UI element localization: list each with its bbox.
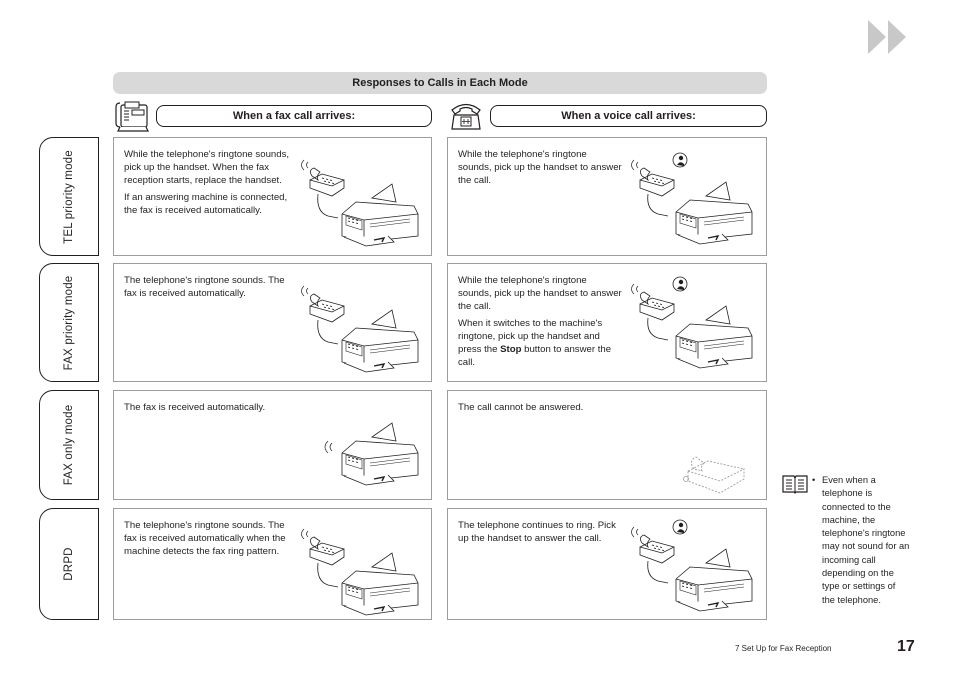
- voice-call-illustration: [631, 152, 753, 245]
- fax-machine-illustration: [324, 422, 419, 486]
- fax-reception-illustration: [301, 285, 419, 373]
- cell-tel-priority-voice-call: While the telephone's ringtone sounds, p…: [447, 137, 767, 256]
- fax-machine-icon: [115, 101, 149, 132]
- mode-label: FAX priority mode: [63, 275, 75, 370]
- note-text-block: • Even when a telephone is connected to …: [812, 474, 910, 607]
- cell-fax-priority-voice-call: While the telephone's ringtone sounds, p…: [447, 263, 767, 382]
- mode-tab-fax-only: FAX only mode: [39, 390, 99, 500]
- cell-text: The call cannot be answered.: [458, 402, 584, 413]
- voice-call-column-heading: When a voice call arrives:: [490, 105, 767, 127]
- cell-text: If an answering machine is connected, th…: [124, 192, 288, 216]
- cell-text: While the telephone's ringtone sounds, p…: [124, 149, 290, 186]
- cell-text: The telephone continues to ring. Pick up…: [458, 520, 616, 544]
- stop-button-label: Stop: [500, 344, 522, 355]
- cell-text: While the telephone's ringtone sounds, p…: [458, 275, 622, 312]
- cell-fax-only-fax-call: The fax is received automatically.: [113, 390, 432, 500]
- note-text: Even when a telephone is connected to th…: [822, 475, 910, 605]
- cell-drpd-fax-call: The telephone's ringtone sounds. The fax…: [113, 508, 432, 620]
- note-book-icon: [782, 475, 808, 494]
- disconnected-telephone-illustration: [683, 456, 745, 494]
- cell-fax-priority-fax-call: The telephone's ringtone sounds. The fax…: [113, 263, 432, 382]
- cell-text-part: When it switches to the machine's ringto…: [458, 318, 603, 355]
- note-bullet: •: [812, 475, 816, 485]
- voice-call-illustration: [631, 519, 753, 612]
- next-page-chevron-icon: [868, 20, 906, 54]
- cell-text-part: button to answer the call.: [458, 344, 612, 368]
- mode-label: FAX only mode: [63, 404, 75, 486]
- cell-text: The fax is received automatically.: [124, 402, 266, 413]
- cell-text: The telephone's ringtone sounds. The fax…: [124, 275, 285, 299]
- mode-tab-fax-priority: FAX priority mode: [39, 263, 99, 382]
- cell-text: When it switches to the machine's ringto…: [458, 317, 623, 369]
- section-title: Responses to Calls in Each Mode: [113, 72, 767, 94]
- telephone-icon: [451, 103, 481, 130]
- fax-reception-illustration: [301, 159, 419, 247]
- mode-tab-tel-priority: TEL priority mode: [39, 137, 99, 256]
- footer-section-label: 7 Set Up for Fax Reception: [735, 644, 832, 653]
- page-number: 17: [897, 638, 915, 655]
- cell-text: While the telephone's ringtone sounds, p…: [458, 149, 622, 186]
- mode-label: DRPD: [63, 547, 75, 581]
- fax-reception-illustration: [301, 528, 419, 616]
- mode-label: TEL priority mode: [63, 149, 75, 244]
- voice-call-illustration: [631, 276, 753, 369]
- cell-fax-only-voice-call: The call cannot be answered.: [447, 390, 767, 500]
- mode-tab-drpd: DRPD: [39, 508, 99, 620]
- fax-call-column-heading: When a fax call arrives:: [156, 105, 432, 127]
- cell-drpd-voice-call: The telephone continues to ring. Pick up…: [447, 508, 767, 620]
- cell-text: The telephone's ringtone sounds. The fax…: [124, 520, 286, 557]
- cell-tel-priority-fax-call: While the telephone's ringtone sounds, p…: [113, 137, 432, 256]
